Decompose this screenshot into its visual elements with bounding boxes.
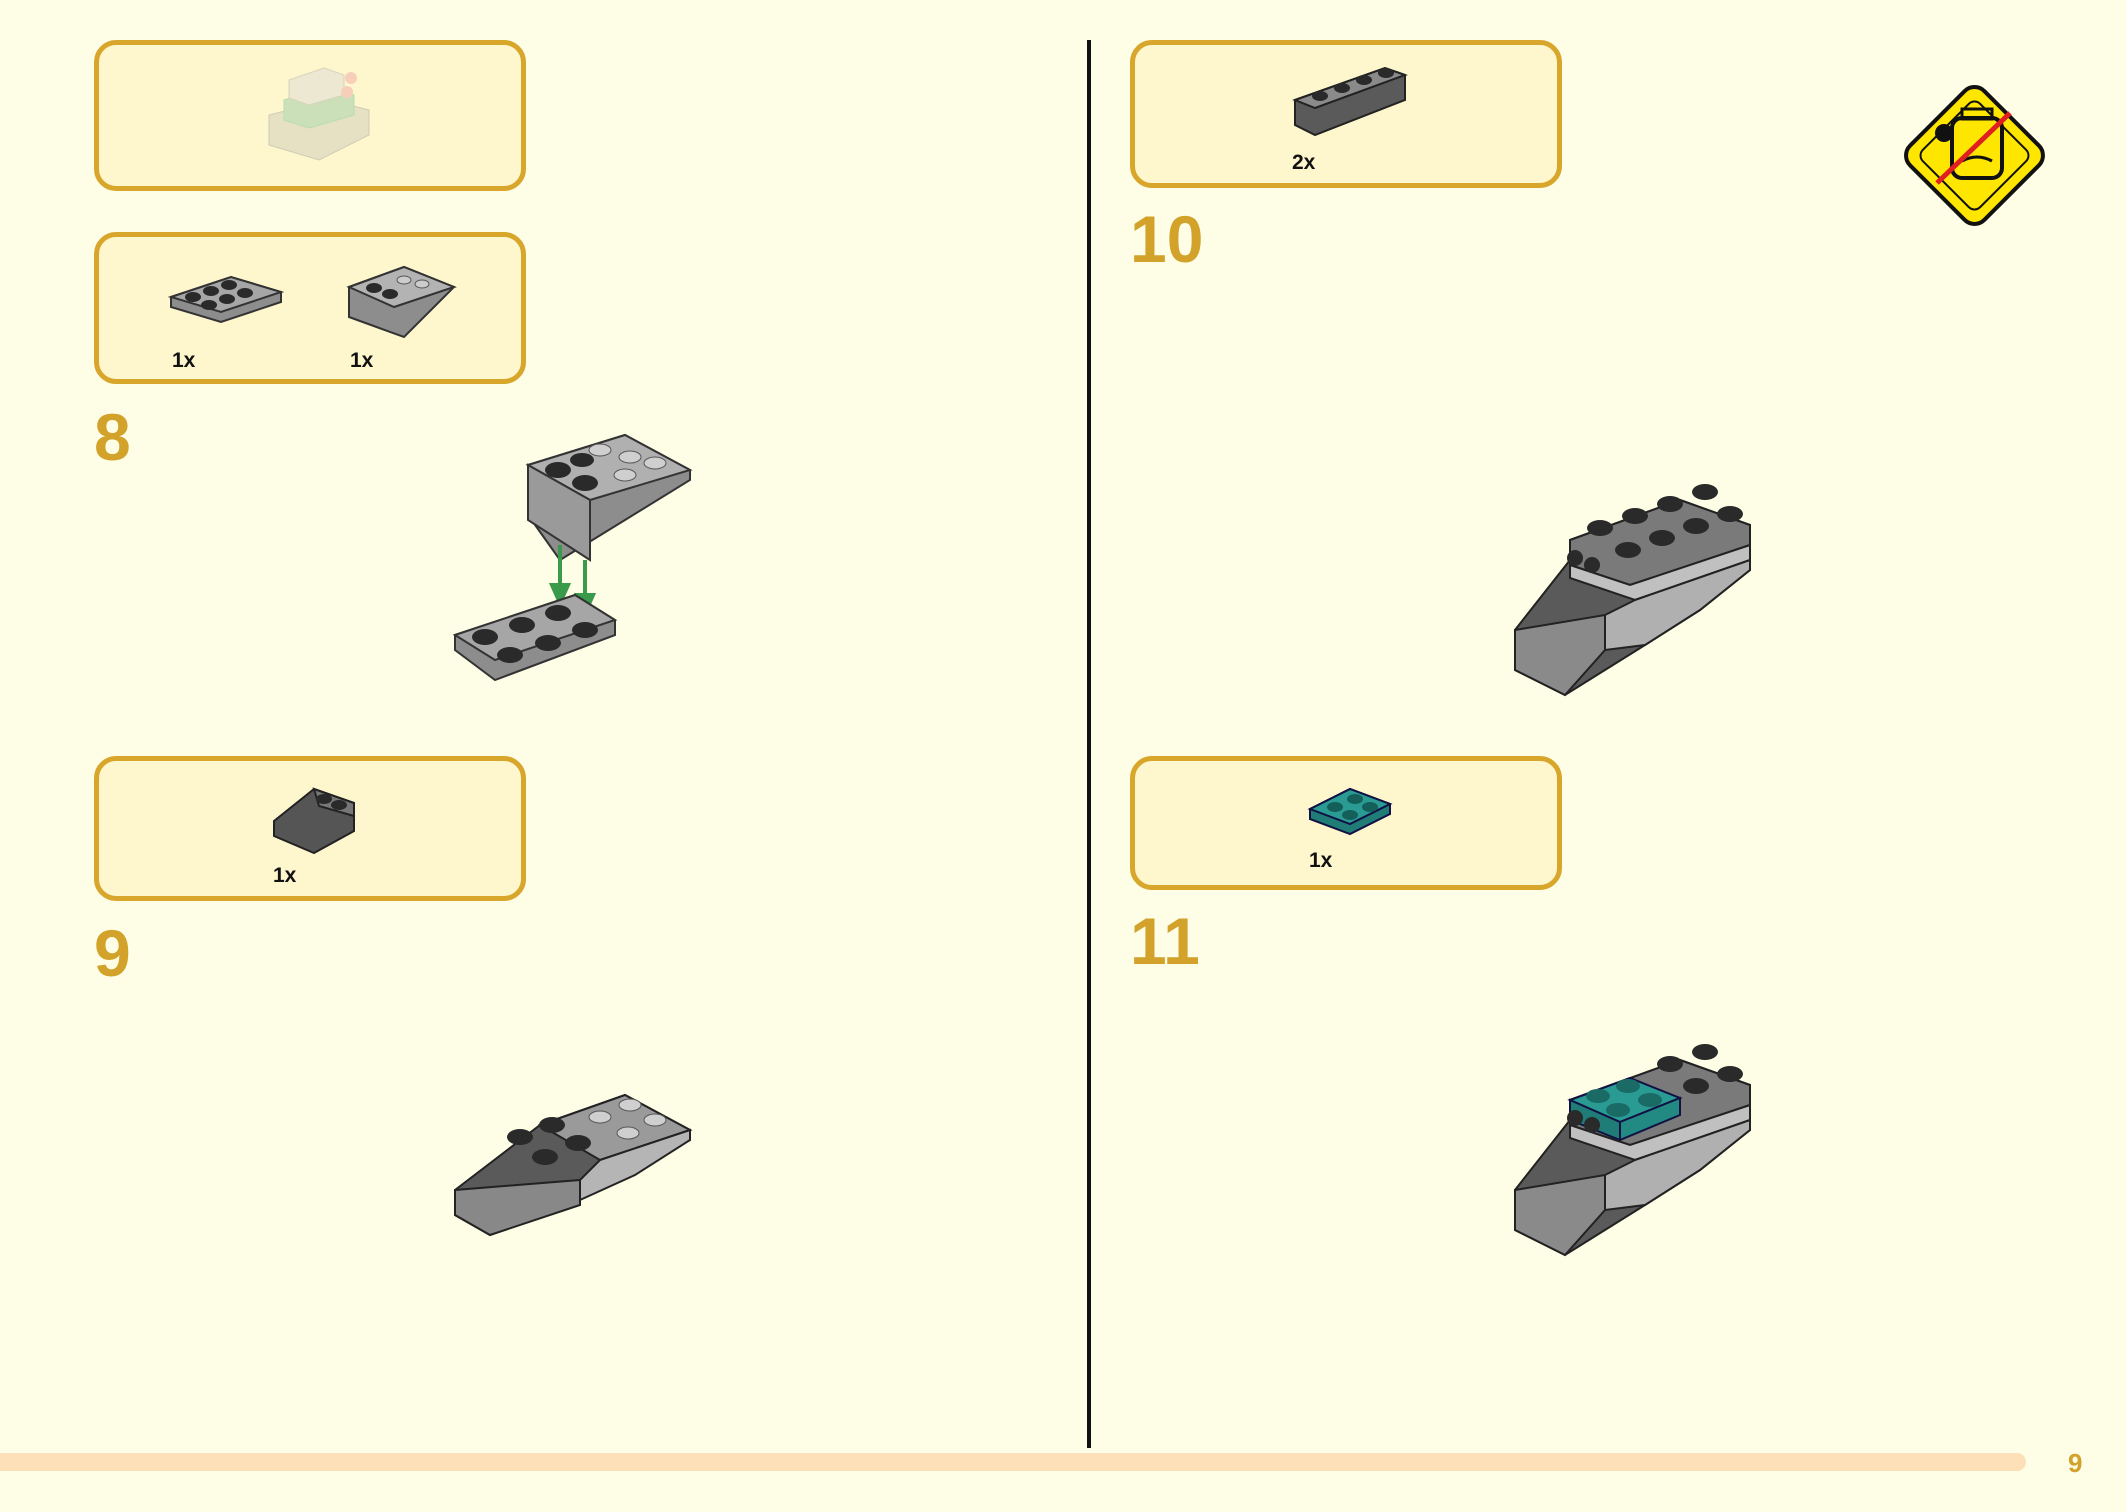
step-9-number: 9 xyxy=(94,916,131,990)
step-11-number: 11 xyxy=(1130,904,1200,978)
step-10-assembly-image xyxy=(1514,484,1751,697)
step-10-part-1-qty: 2x xyxy=(1292,151,1316,174)
teal-plate-2x2-icon xyxy=(1307,787,1393,836)
step-10-parts-box: 2x xyxy=(1130,40,1562,188)
page-number: 9 xyxy=(2068,1448,2083,1478)
choking-hazard-icon xyxy=(1904,85,2045,226)
step-11-assembly-image xyxy=(1514,1044,1751,1257)
step-9-part-1-qty: 1x xyxy=(273,864,297,887)
inverted-slope-2x3-icon xyxy=(346,265,457,339)
step-11-parts-box: 1x xyxy=(1130,756,1562,890)
step-10-number: 10 xyxy=(1130,202,1204,276)
ghost-model-image xyxy=(268,67,370,161)
preview-box xyxy=(94,40,526,191)
step-11-part-1-qty: 1x xyxy=(1309,849,1333,872)
step-8-number: 8 xyxy=(94,400,131,474)
step-9-assembly-image xyxy=(454,1093,693,1237)
step-8-assembly-image xyxy=(452,433,693,682)
plate-2x3-icon xyxy=(167,275,285,324)
step-8-part-1-qty: 1x xyxy=(172,349,196,372)
brick-1x4-icon xyxy=(1292,66,1408,137)
footer-bar xyxy=(0,1453,2026,1471)
step-8-parts-box: 1x 1x xyxy=(94,232,526,384)
step-8-part-2-qty: 1x xyxy=(350,349,374,372)
page-divider xyxy=(1087,40,1091,1448)
step-9-parts-box: 1x xyxy=(94,756,526,901)
slope-2x2-icon xyxy=(273,787,355,855)
